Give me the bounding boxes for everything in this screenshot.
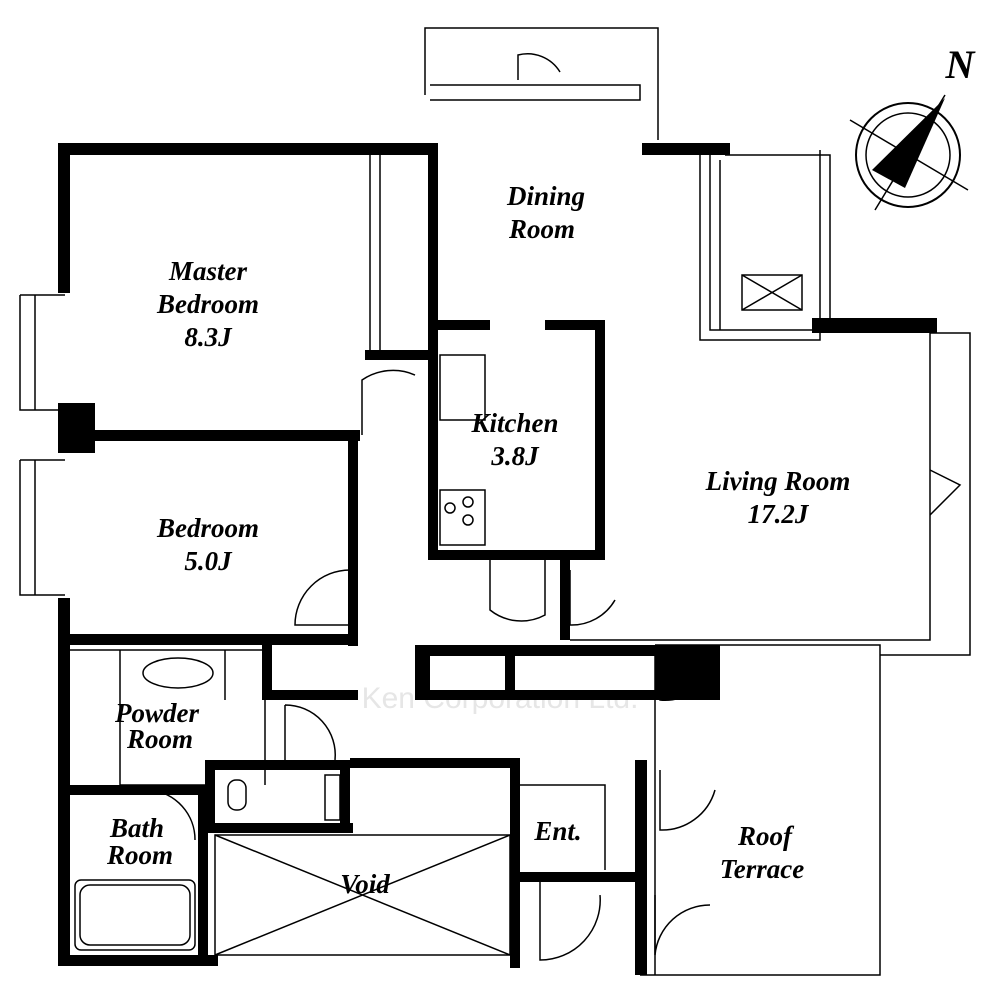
entrance-label: Ent. xyxy=(533,816,581,846)
bath-room-label-2: Room xyxy=(106,840,173,870)
master-bedroom-label-2: Bedroom xyxy=(156,289,259,319)
compass-icon: N xyxy=(849,42,977,211)
master-bedroom-label: Master xyxy=(168,256,248,286)
roof-terrace-label: Roof xyxy=(737,821,795,851)
bedroom-size: 5.0J xyxy=(184,546,233,576)
powder-room-label-2: Room xyxy=(126,724,193,754)
kitchen-label: Kitchen xyxy=(470,408,558,438)
living-room-size: 17.2J xyxy=(748,499,810,529)
master-bedroom-size: 8.3J xyxy=(184,322,233,352)
powder-room-label: Powder xyxy=(114,698,199,728)
compass-north-label: N xyxy=(945,42,977,87)
void-label: Void xyxy=(340,869,390,899)
living-room-label: Living Room xyxy=(705,466,851,496)
dining-room-label-2: Room xyxy=(508,214,575,244)
dining-balcony xyxy=(424,27,659,140)
thin-lines xyxy=(19,150,971,976)
kitchen-size: 3.8J xyxy=(490,441,540,471)
bath-room-label: Bath xyxy=(109,813,164,843)
doors xyxy=(149,369,716,961)
dining-room-label: Dining xyxy=(506,181,585,211)
bedroom-label: Bedroom xyxy=(156,513,259,543)
roof-terrace-label-2: Terrace xyxy=(720,854,804,884)
